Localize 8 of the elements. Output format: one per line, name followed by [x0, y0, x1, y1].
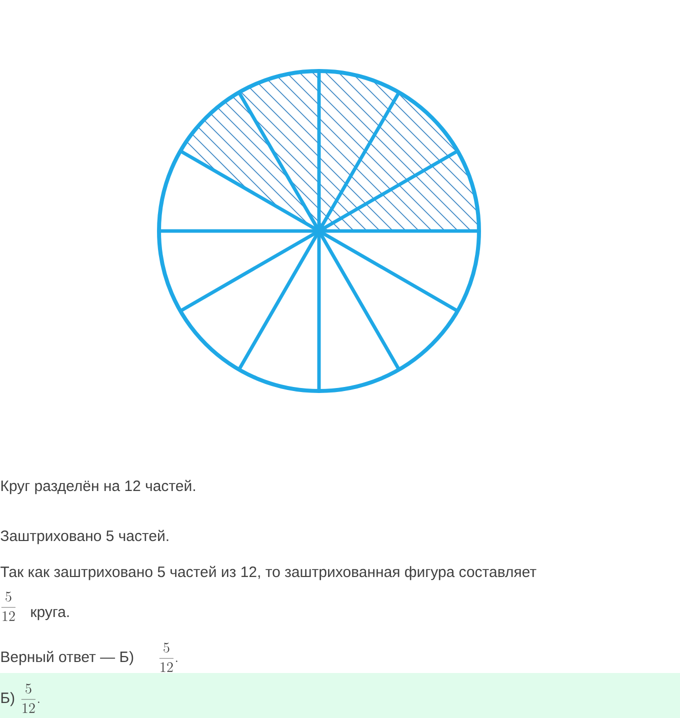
- solution-text: Круг разделён на 12 частей.: [1, 480, 195, 494]
- solution-text: круга.: [31, 608, 69, 620]
- fraction: $\frac{5}{12}$: [1, 592, 16, 621]
- solution-text: Верный ответ — Б): [1, 650, 134, 666]
- solution-text: Так как заштриховано 5 частей из 12, то заштрихованная фигура составляет: [0, 566, 536, 580]
- answer-box: Б) $\frac{5}{12}.$: [0, 673, 680, 718]
- solution-text: Заштриховано 5 частей.: [0, 530, 168, 544]
- fraction: $\frac{5}{12}.$: [159, 642, 178, 672]
